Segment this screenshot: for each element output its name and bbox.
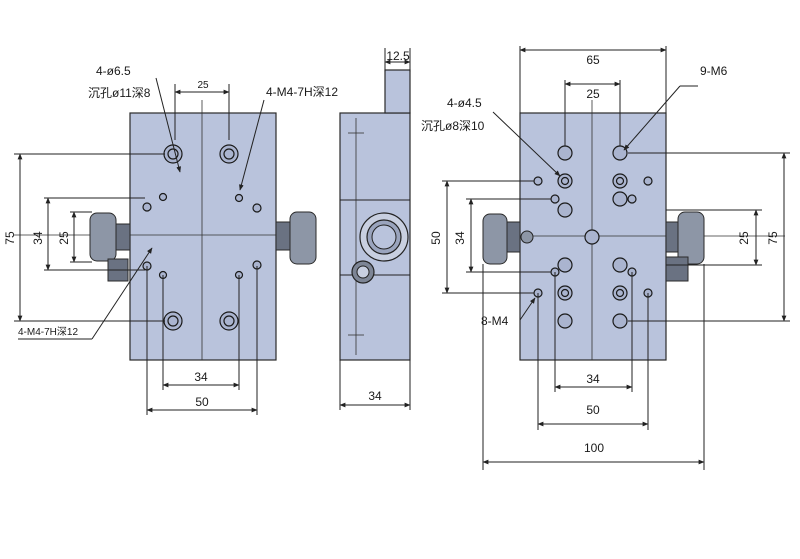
side-top-block	[384, 69, 411, 114]
dim-right-top-25: 25	[586, 87, 600, 101]
dim-right-right-75: 75	[766, 231, 780, 245]
dim-height-25: 25	[57, 231, 71, 245]
dim-bottom-50: 50	[195, 395, 209, 409]
m6-hole-icon	[557, 145, 628, 329]
dim-top-25: 25	[197, 80, 209, 91]
side-knob-icon	[359, 212, 409, 262]
right-left-knob-icon	[482, 213, 534, 265]
right-view: 65 25 50 34 25 75 34 50 1	[421, 46, 790, 470]
callout-counterbore-right: 4-ø4.5	[447, 96, 482, 110]
dim-height-75: 75	[3, 231, 17, 245]
dim-right-right-25: 25	[737, 231, 751, 245]
callout-counterbore-depth: 沉孔ø11深8	[88, 86, 151, 100]
counterbore-hole-icon	[163, 144, 239, 331]
side-view: 12.5 34	[339, 48, 411, 410]
dim-right-top-65: 65	[586, 53, 600, 67]
left-knob-icon	[89, 212, 131, 282]
callout-tapped-bottom: 4-M4-7H深12	[18, 326, 78, 338]
left-plate	[129, 112, 277, 361]
dim-right-left-50: 50	[429, 231, 443, 245]
callout-m6: 9-M6	[700, 64, 728, 78]
dim-right-bottom-50: 50	[586, 403, 600, 417]
dim-height-34: 34	[31, 231, 45, 245]
right-knob-icon	[275, 211, 317, 265]
dim-side-bottom: 34	[368, 389, 382, 403]
counterbore-hole-icon	[557, 173, 628, 301]
right-right-knob-icon	[665, 211, 705, 282]
callout-m4: 8-M4	[481, 314, 509, 328]
dim-bottom-34: 34	[194, 370, 208, 384]
left-view: 25 75 34 25 34 50 4-ø6.5 沉孔ø11深8 4-M4-7H…	[3, 64, 338, 415]
dim-side-top: 12.5	[386, 49, 410, 63]
callout-tapped-top: 4-M4-7H深12	[266, 85, 338, 99]
dim-right-bottom-34: 34	[586, 372, 600, 386]
dim-right-left-34: 34	[453, 231, 467, 245]
callout-counterbore: 4-ø6.5	[96, 64, 131, 78]
side-lock-knob-icon	[351, 260, 375, 284]
dim-right-bottom-100: 100	[584, 441, 604, 455]
callout-counterbore-depth-right: 沉孔ø8深10	[421, 119, 485, 133]
